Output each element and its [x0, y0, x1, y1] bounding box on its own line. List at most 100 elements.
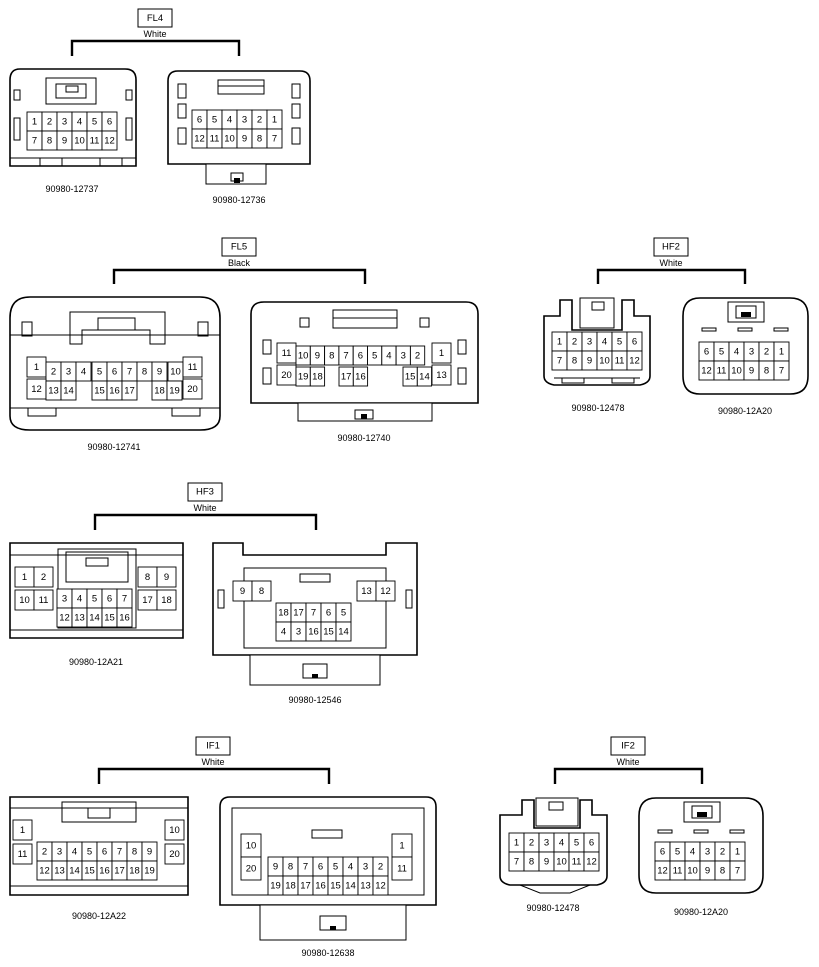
pin-number: 7 — [735, 866, 740, 877]
pin-number: 3 — [242, 115, 247, 126]
pin-number: 11 — [39, 595, 49, 606]
pin-cell — [375, 580, 396, 602]
pin-number: 9 — [544, 857, 549, 868]
pin-number: 8 — [259, 586, 264, 597]
group-if2: IF2 White — [553, 736, 704, 784]
pin-number: 17 — [300, 881, 311, 892]
pin-number: 6 — [660, 847, 665, 858]
pin-number: 9 — [273, 862, 278, 873]
pin-number: 4 — [386, 351, 391, 362]
pin-number: 1 — [22, 572, 27, 583]
pin-number: 3 — [57, 847, 62, 858]
pin-number: 9 — [240, 586, 245, 597]
group-color: White — [193, 503, 216, 513]
pin-number: 14 — [89, 613, 100, 624]
pin-cell — [335, 621, 352, 642]
group-color: White — [201, 757, 224, 767]
group-hf3: HF3 White — [93, 482, 318, 530]
pin-number: 15 — [405, 372, 416, 383]
pin-number: 2 — [720, 847, 725, 858]
pin-number: 15 — [104, 613, 115, 624]
pin-number: 7 — [303, 862, 308, 873]
pin-cell — [141, 860, 158, 881]
pin-number: 19 — [298, 372, 309, 383]
pin-number: 7 — [311, 608, 316, 619]
pin-number: 14 — [69, 866, 80, 877]
group-if1: IF1 White — [97, 736, 331, 784]
pin-number: 1 — [34, 362, 39, 373]
pin-number: 6 — [632, 337, 637, 348]
pin-number: 12 — [375, 881, 386, 892]
pin-number: 2 — [764, 347, 769, 358]
pin-number: 3 — [62, 594, 67, 605]
pin-number: 13 — [48, 386, 59, 397]
group-color: White — [616, 757, 639, 767]
pin-number: 8 — [572, 356, 577, 367]
pin-number: 9 — [164, 572, 169, 583]
pin-number: 4 — [77, 594, 82, 605]
pin-cell — [729, 860, 746, 881]
pin-number: 18 — [312, 372, 323, 383]
pin-number: 5 — [212, 115, 217, 126]
pin-number: 6 — [326, 608, 331, 619]
pin-number: 1 — [272, 115, 277, 126]
pin-number: 19 — [169, 386, 180, 397]
pin-number: 7 — [272, 134, 277, 145]
pin-number: 8 — [764, 366, 769, 377]
pin-number: 9 — [749, 366, 754, 377]
pin-number: 2 — [42, 847, 47, 858]
pin-number: 6 — [358, 351, 363, 362]
pin-number: 5 — [92, 117, 97, 128]
pin-number: 4 — [72, 847, 77, 858]
pin-number: 9 — [62, 136, 67, 147]
pin-number: 20 — [187, 384, 198, 395]
pin-number: 16 — [109, 386, 120, 397]
pin-number: 9 — [587, 356, 592, 367]
group-name: HF3 — [196, 487, 214, 498]
group-bracket — [70, 39, 241, 56]
pin-number: 5 — [97, 367, 102, 378]
pin-number: 16 — [315, 881, 326, 892]
pin-number: 1 — [439, 348, 444, 359]
pin-number: 17 — [124, 386, 135, 397]
part-number: 90980-12737 — [45, 184, 98, 194]
pin-number: 3 — [587, 337, 592, 348]
pin-number: 8 — [145, 572, 150, 583]
pin-number: 8 — [142, 367, 147, 378]
pin-number: 12 — [380, 586, 391, 597]
pin-number: 16 — [308, 627, 319, 638]
pin-number: 4 — [602, 337, 607, 348]
pin-number: 11 — [282, 348, 292, 359]
pin-number: 5 — [333, 862, 338, 873]
pin-number: 3 — [296, 627, 301, 638]
pin-number: 3 — [705, 847, 710, 858]
pin-number: 10 — [170, 367, 181, 378]
pin-number: 2 — [415, 351, 420, 362]
part-number: 90980-12546 — [288, 695, 341, 705]
pin-number: 19 — [270, 881, 281, 892]
pin-cell — [182, 378, 203, 400]
pin-number: 5 — [719, 347, 724, 358]
part-number: 90980-12740 — [337, 433, 390, 443]
pin-cell — [156, 589, 177, 611]
pin-number: 4 — [559, 838, 564, 849]
group-label-box — [187, 482, 223, 502]
pin-number: 20 — [281, 370, 292, 381]
pin-number: 10 — [246, 841, 257, 852]
pin-number: 1 — [514, 838, 519, 849]
pin-cell — [164, 843, 185, 865]
pin-number: 11 — [673, 866, 683, 877]
group-label-box — [195, 736, 231, 756]
pin-cell — [372, 875, 389, 896]
pin-number: 16 — [119, 613, 130, 624]
pin-number: 13 — [54, 866, 65, 877]
group-label-box — [221, 237, 257, 257]
pin-number: 20 — [169, 849, 180, 860]
pin-number: 8 — [529, 857, 534, 868]
pin-number: 13 — [360, 881, 371, 892]
